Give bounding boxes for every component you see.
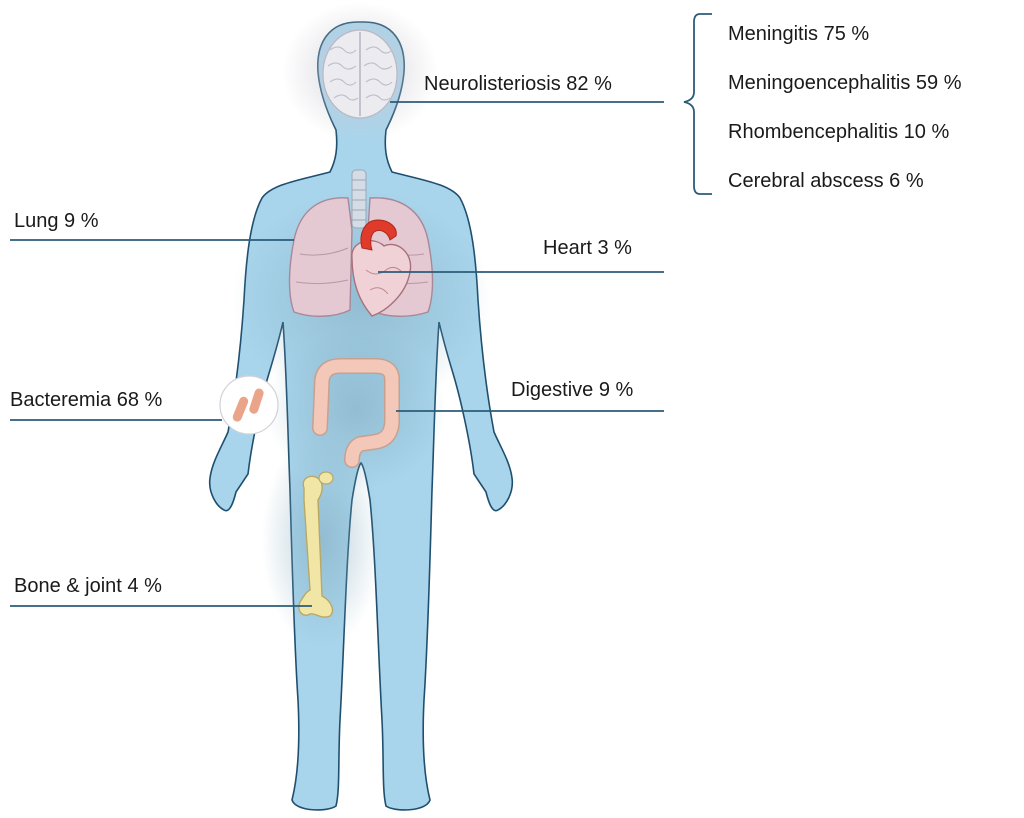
digestive-label: Digestive 9 % <box>511 378 633 402</box>
subtype-meningitis: Meningitis 75 % <box>728 22 962 71</box>
subtype-brace <box>684 14 712 194</box>
bacteremia-label: Bacteremia 68 % <box>10 388 162 412</box>
subtype-cerebral-abscess: Cerebral abscess 6 % <box>728 169 962 218</box>
neurolisteriosis-label: Neurolisteriosis 82 % <box>424 72 612 96</box>
brain <box>323 30 397 118</box>
bacteria-icon <box>220 376 278 434</box>
lung-label: Lung 9 % <box>14 209 99 233</box>
trachea <box>352 170 366 228</box>
bone-joint-label: Bone & joint 4 % <box>14 574 162 598</box>
subtype-meningoencephalitis: Meningoencephalitis 59 % <box>728 71 962 120</box>
heart-label: Heart 3 % <box>543 236 632 260</box>
neurolisteriosis-subtype-list: Meningitis 75 % Meningoencephalitis 59 %… <box>728 22 962 218</box>
subtype-rhombencephalitis: Rhombencephalitis 10 % <box>728 120 962 169</box>
